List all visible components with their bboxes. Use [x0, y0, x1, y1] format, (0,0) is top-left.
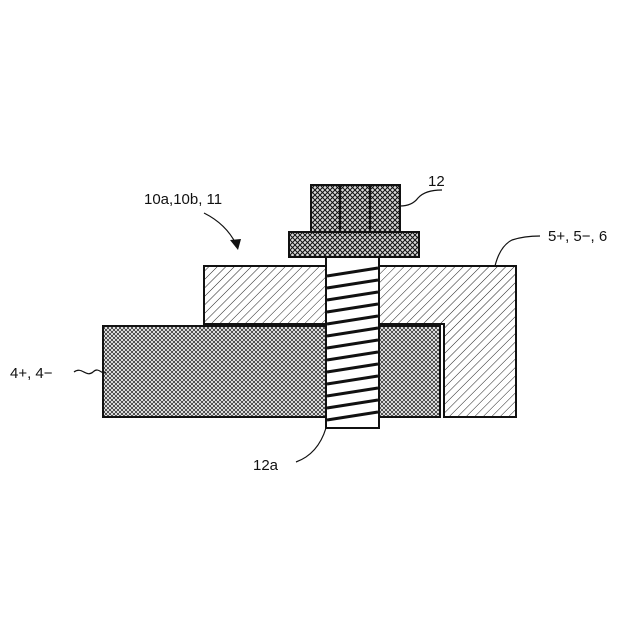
fastening-arrow [204, 213, 236, 244]
fastening-structure-label: 10a,10b, 11 [144, 191, 222, 208]
terminal-leader-line [74, 370, 106, 374]
bus-bar-leader-line [495, 236, 540, 266]
bolt-leader-line [400, 190, 442, 206]
bolt-label: 12 [428, 173, 445, 190]
terminal-body [103, 326, 440, 417]
terminal-label: 4+, 4− [10, 365, 53, 382]
shank-leader-line [296, 428, 326, 462]
bus-bar-label: 5+, 5−, 6 [548, 228, 607, 245]
shank-label: 12a [253, 457, 279, 474]
bolt-head [311, 185, 400, 232]
electrode-terminal [103, 326, 440, 417]
bolt-washer [289, 232, 419, 257]
fastening-arrow-head [230, 239, 241, 250]
